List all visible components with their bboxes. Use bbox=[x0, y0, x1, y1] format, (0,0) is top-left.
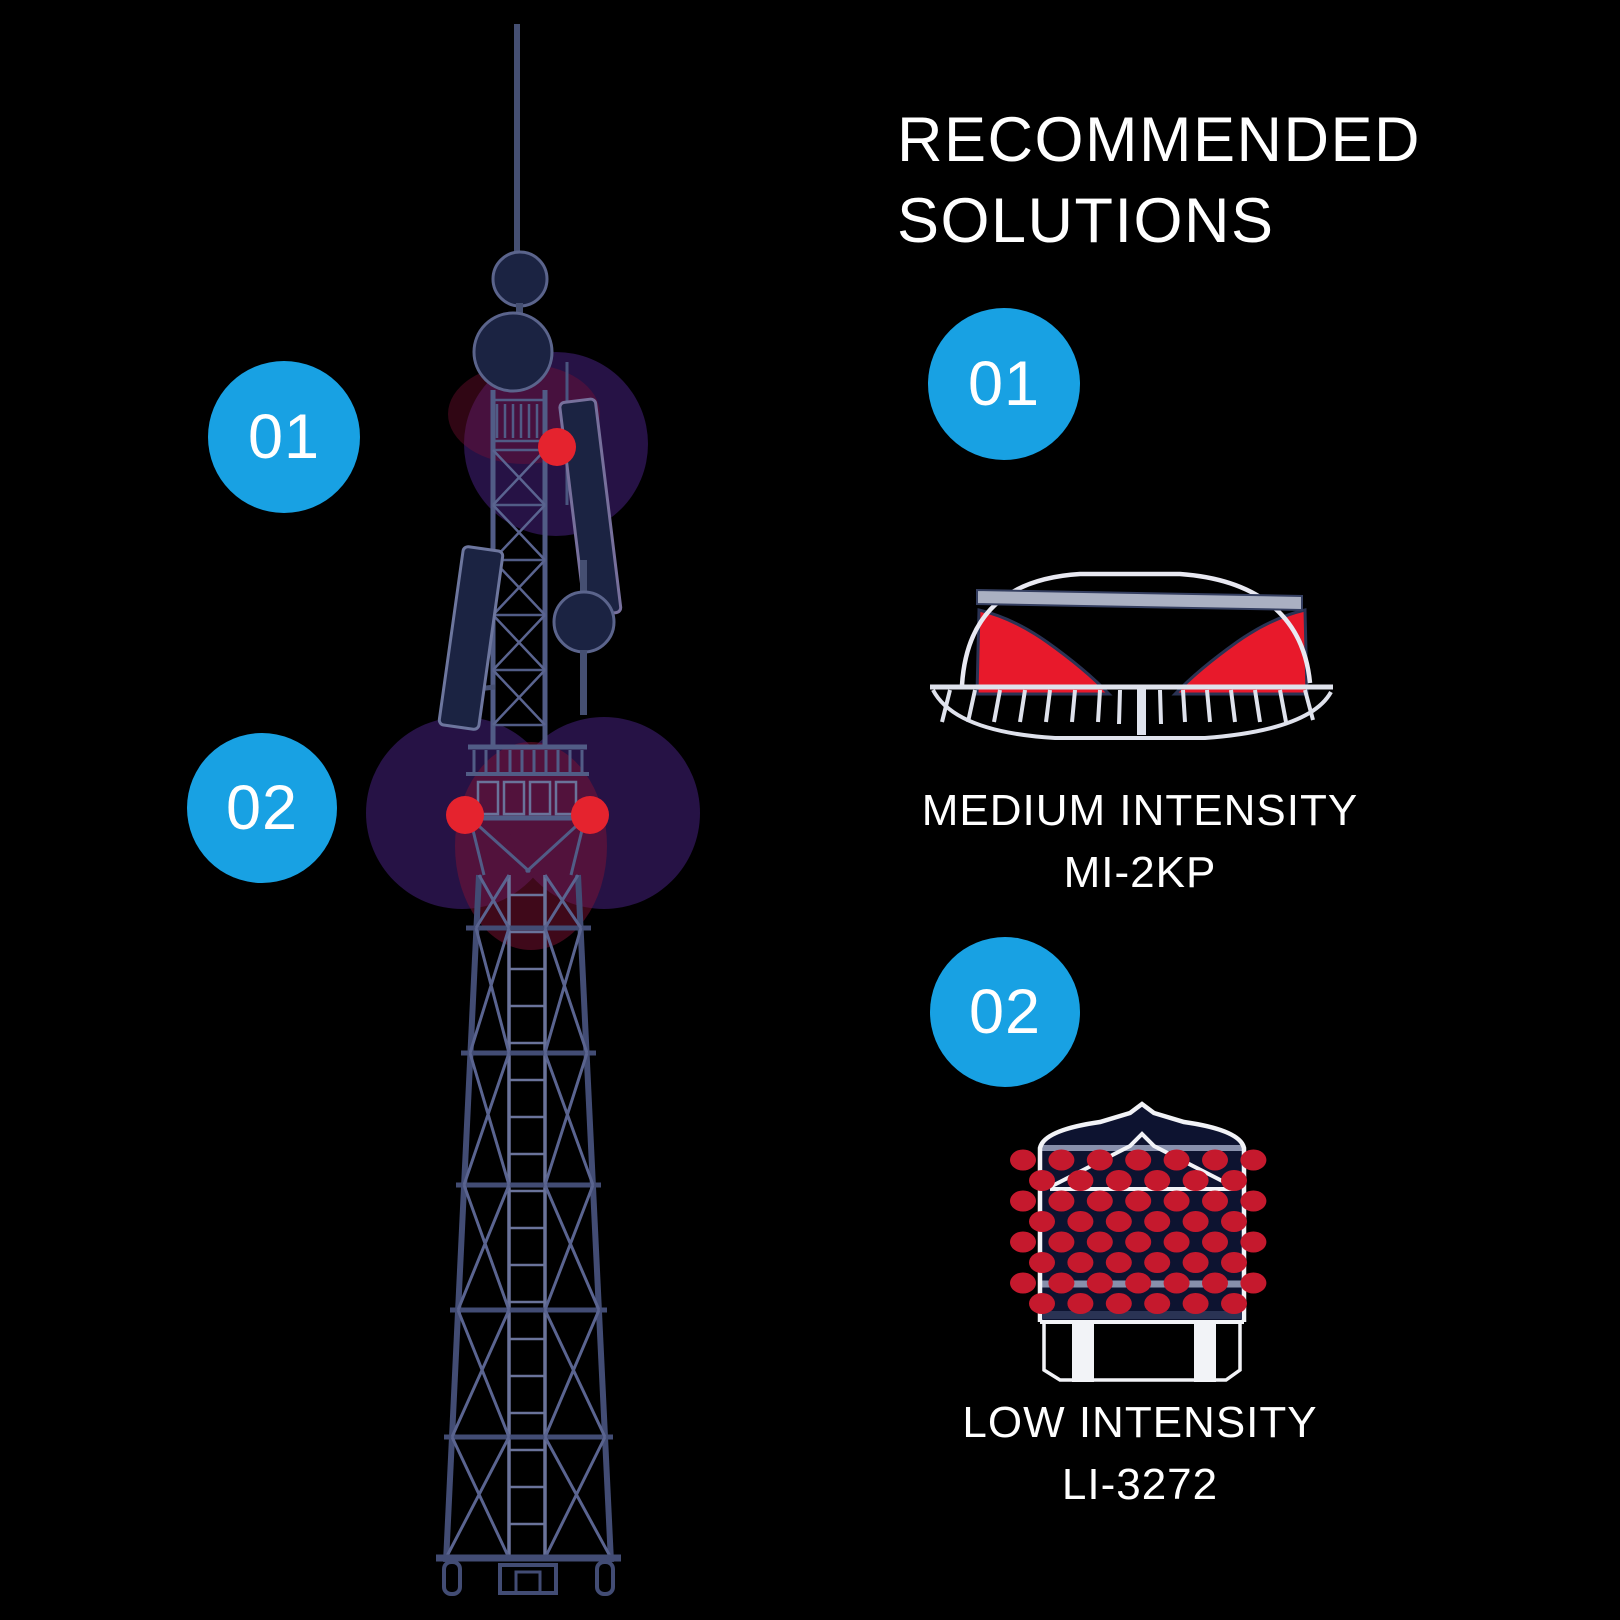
solution-01-badge: 01 bbox=[928, 308, 1080, 460]
solution-02-badge-label: 02 bbox=[968, 977, 1042, 1047]
telecom-tower-illustration bbox=[366, 24, 700, 1596]
medium-intensity-beacon-icon bbox=[930, 571, 1333, 740]
solution-02-badge: 02 bbox=[930, 937, 1080, 1087]
low-intensity-light-icon bbox=[1010, 1101, 1267, 1382]
lower-lattice bbox=[436, 874, 621, 1596]
tower-marker-02-label: 02 bbox=[225, 773, 299, 843]
solution-model: MI-2KP bbox=[1063, 848, 1217, 897]
solution-model: LI-3272 bbox=[1061, 1460, 1219, 1509]
solution-name: MEDIUM INTENSITY bbox=[921, 786, 1359, 835]
solution-name: LOW INTENSITY bbox=[962, 1398, 1318, 1447]
solution-02-label: LOW INTENSITY LI-3272 bbox=[880, 1392, 1400, 1516]
obstruction-light-dot-right bbox=[571, 796, 609, 834]
solution-01-badge-label: 01 bbox=[967, 349, 1041, 419]
solution-01-label: MEDIUM INTENSITY MI-2KP bbox=[880, 780, 1400, 904]
antenna-ball-lower bbox=[472, 311, 554, 393]
antenna-panel-left bbox=[437, 545, 505, 731]
tower-marker-02-badge: 02 bbox=[187, 733, 337, 883]
tower-feet bbox=[442, 1560, 615, 1596]
obstruction-light-dot-left bbox=[446, 796, 484, 834]
obstruction-light-dot-top bbox=[538, 428, 576, 466]
lamp-base bbox=[1040, 1311, 1244, 1382]
tower-marker-01-label: 01 bbox=[247, 402, 321, 472]
tower-marker-01-badge: 01 bbox=[208, 361, 360, 513]
page-title: RECOMMENDED SOLUTIONS bbox=[897, 105, 1422, 256]
tower-mast bbox=[472, 24, 554, 393]
antenna-ball-top bbox=[491, 250, 549, 308]
led-dots bbox=[1010, 1149, 1267, 1314]
dish-antenna bbox=[552, 560, 616, 715]
